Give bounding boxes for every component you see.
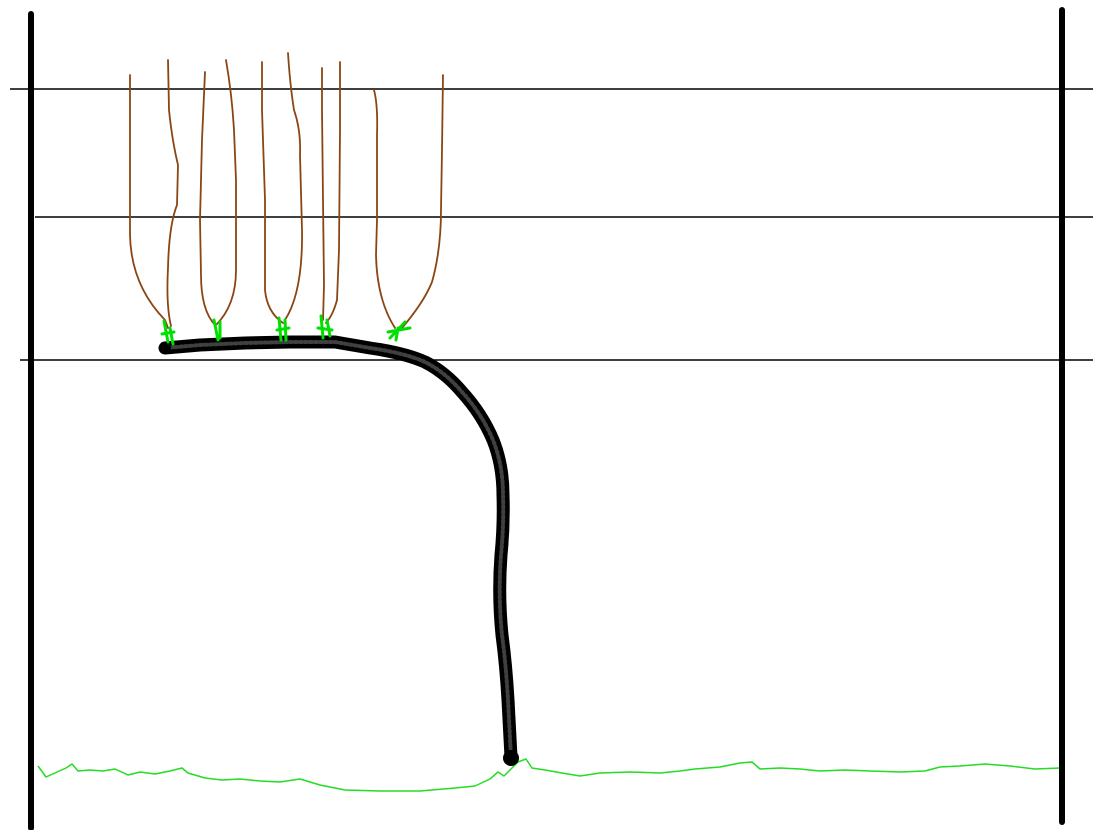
shoot-1: [129, 74, 169, 329]
cordon-end: [159, 342, 171, 354]
bud-2: [212, 318, 222, 342]
bud-5: [386, 320, 412, 342]
bud-3: [275, 316, 291, 342]
shoot-5: [261, 61, 284, 324]
shoot-9: [373, 89, 396, 329]
bud-4: [316, 314, 334, 340]
buds-group: [160, 314, 412, 346]
shoot-6: [284, 52, 303, 321]
shoot-3: [199, 71, 216, 326]
shoot-4: [215, 59, 237, 326]
shoot-7: [321, 67, 325, 321]
trunk-base: [503, 750, 519, 766]
trunk-and-cordon: [158, 335, 519, 766]
ground-line: [37, 758, 1061, 792]
shoots-group: [129, 52, 444, 329]
shoot-2: [166, 59, 179, 327]
trunk: [158, 335, 518, 764]
shoot-10: [401, 74, 444, 329]
bud-1: [160, 319, 176, 346]
shoot-8: [325, 61, 341, 324]
trunk-texture: [163, 340, 513, 759]
